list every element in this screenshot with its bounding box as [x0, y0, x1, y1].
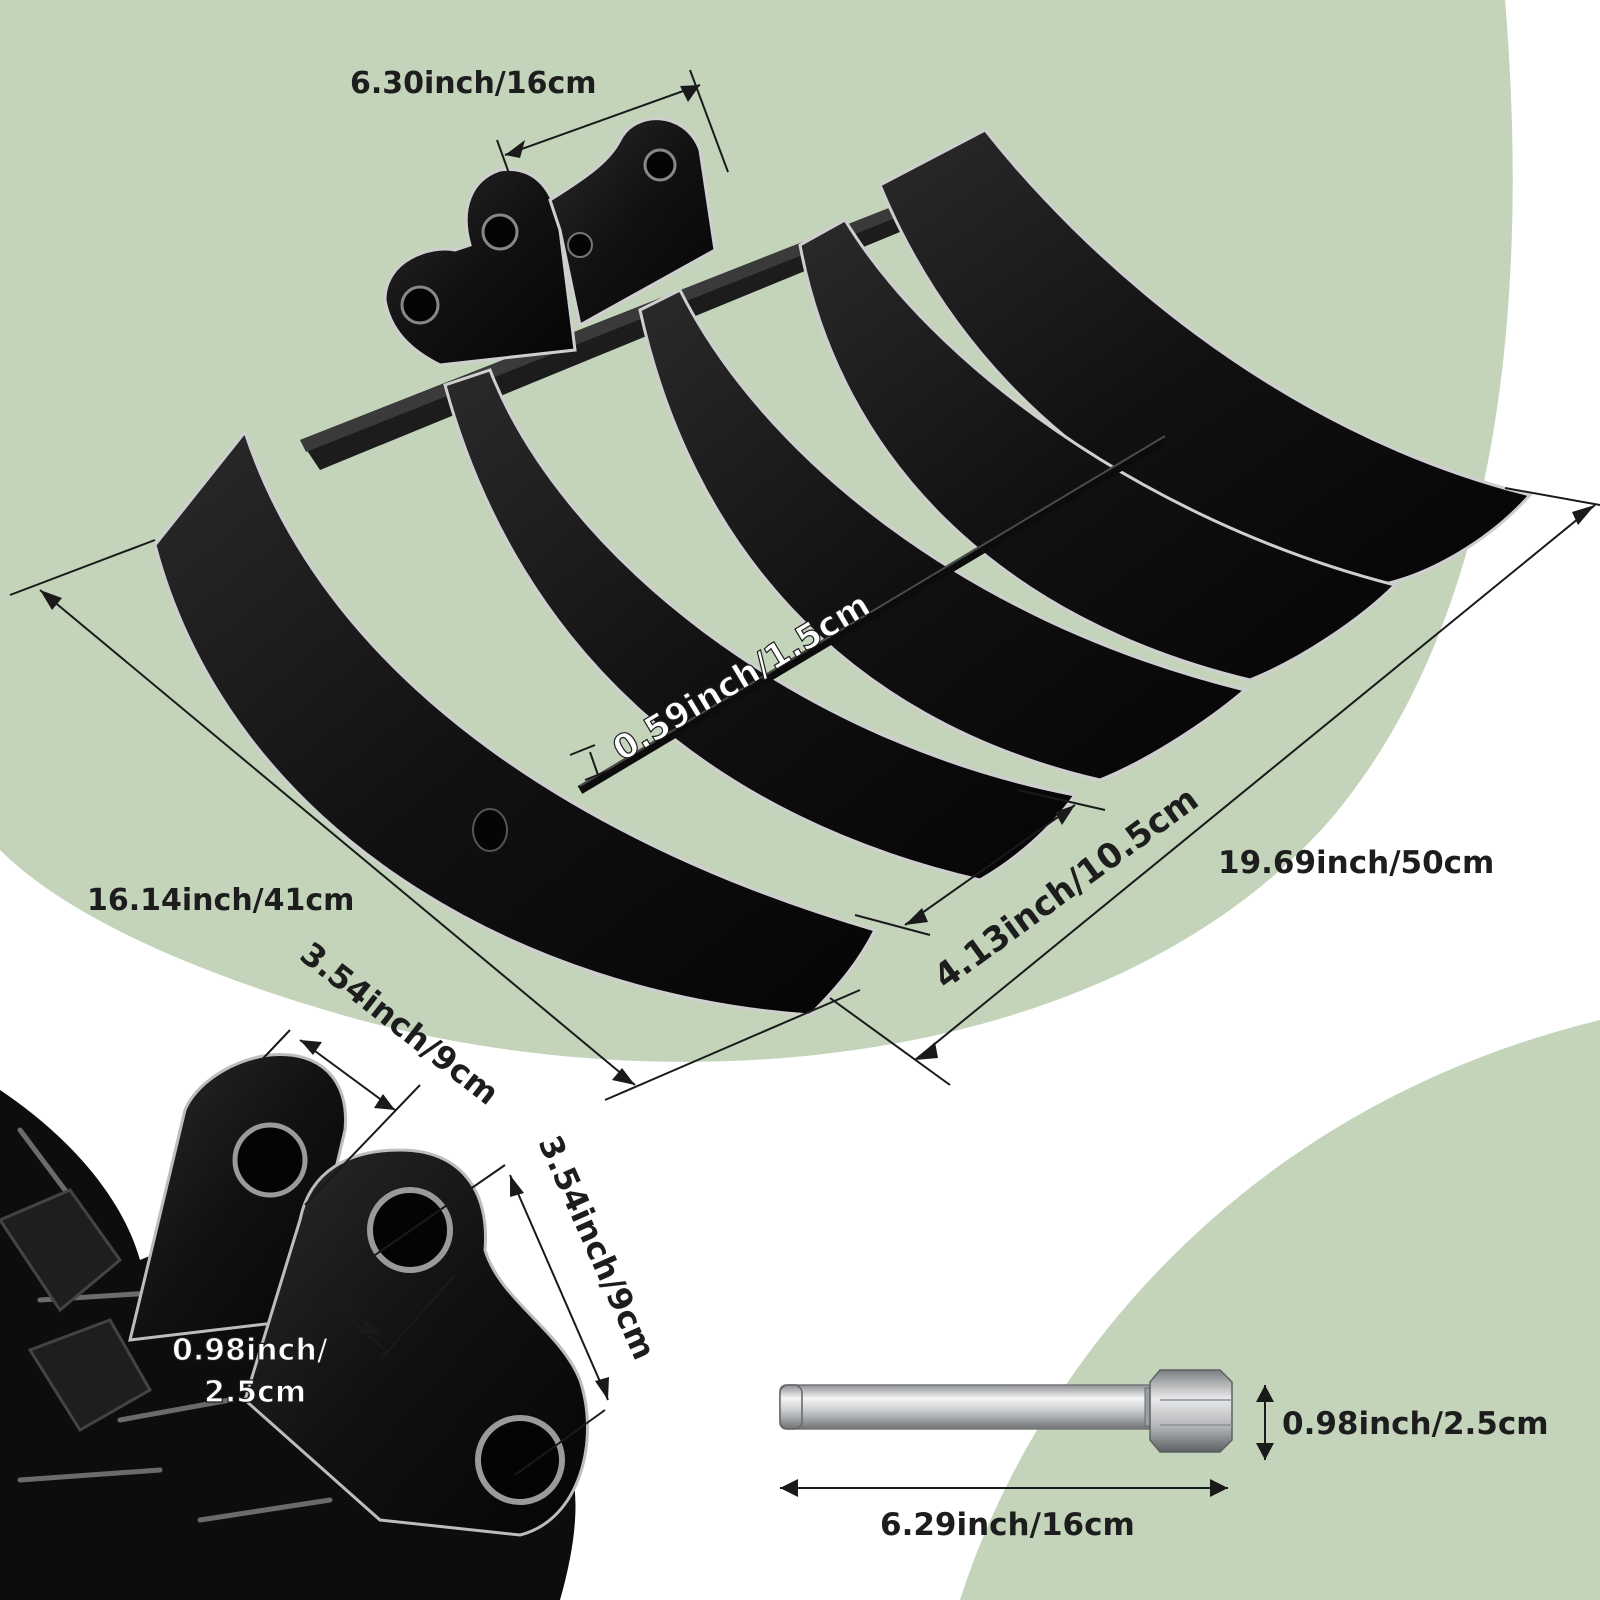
ear-hole-3 — [567, 232, 593, 258]
label-rake-depth: 16.14inch/41cm — [87, 883, 354, 918]
excavator-rake-icon — [153, 117, 1533, 1017]
rake-tine-3 — [638, 287, 1249, 782]
rake-tine-1 — [153, 428, 878, 1017]
ear-hole-1 — [400, 285, 440, 325]
green-blob-bottom-right — [960, 1020, 1600, 1600]
tine-hole — [472, 808, 508, 852]
rake-rod — [577, 436, 1168, 794]
pin-shaft — [779, 1384, 1156, 1430]
dimension-arrows — [40, 85, 1595, 1497]
bracket-hole-upper — [232, 1122, 308, 1198]
label-pin-length: 6.29inch/16cm — [880, 1507, 1135, 1543]
ear-hole-2 — [481, 213, 519, 251]
rake-tine-4 — [798, 217, 1398, 682]
bracket-hole-lower — [475, 1415, 565, 1505]
label-hole-diameter-2: 2.5cm — [204, 1375, 306, 1410]
label-ear-spacing: 6.30inch/16cm — [350, 66, 597, 101]
rake-tine-5 — [878, 128, 1533, 587]
label-pin-diameter: 0.98inch/2.5cm — [1282, 1406, 1549, 1442]
label-hole-diameter-1: 0.98inch/ — [172, 1333, 328, 1368]
mounting-bracket-closeup-icon — [0, 1052, 589, 1600]
label-overall-width: 19.69inch/50cm — [1218, 845, 1494, 881]
rake-tine-2 — [443, 368, 1078, 882]
ear-hole-4 — [643, 148, 677, 182]
pin-nut — [1149, 1369, 1233, 1453]
hitch-pin-icon — [779, 1369, 1233, 1453]
